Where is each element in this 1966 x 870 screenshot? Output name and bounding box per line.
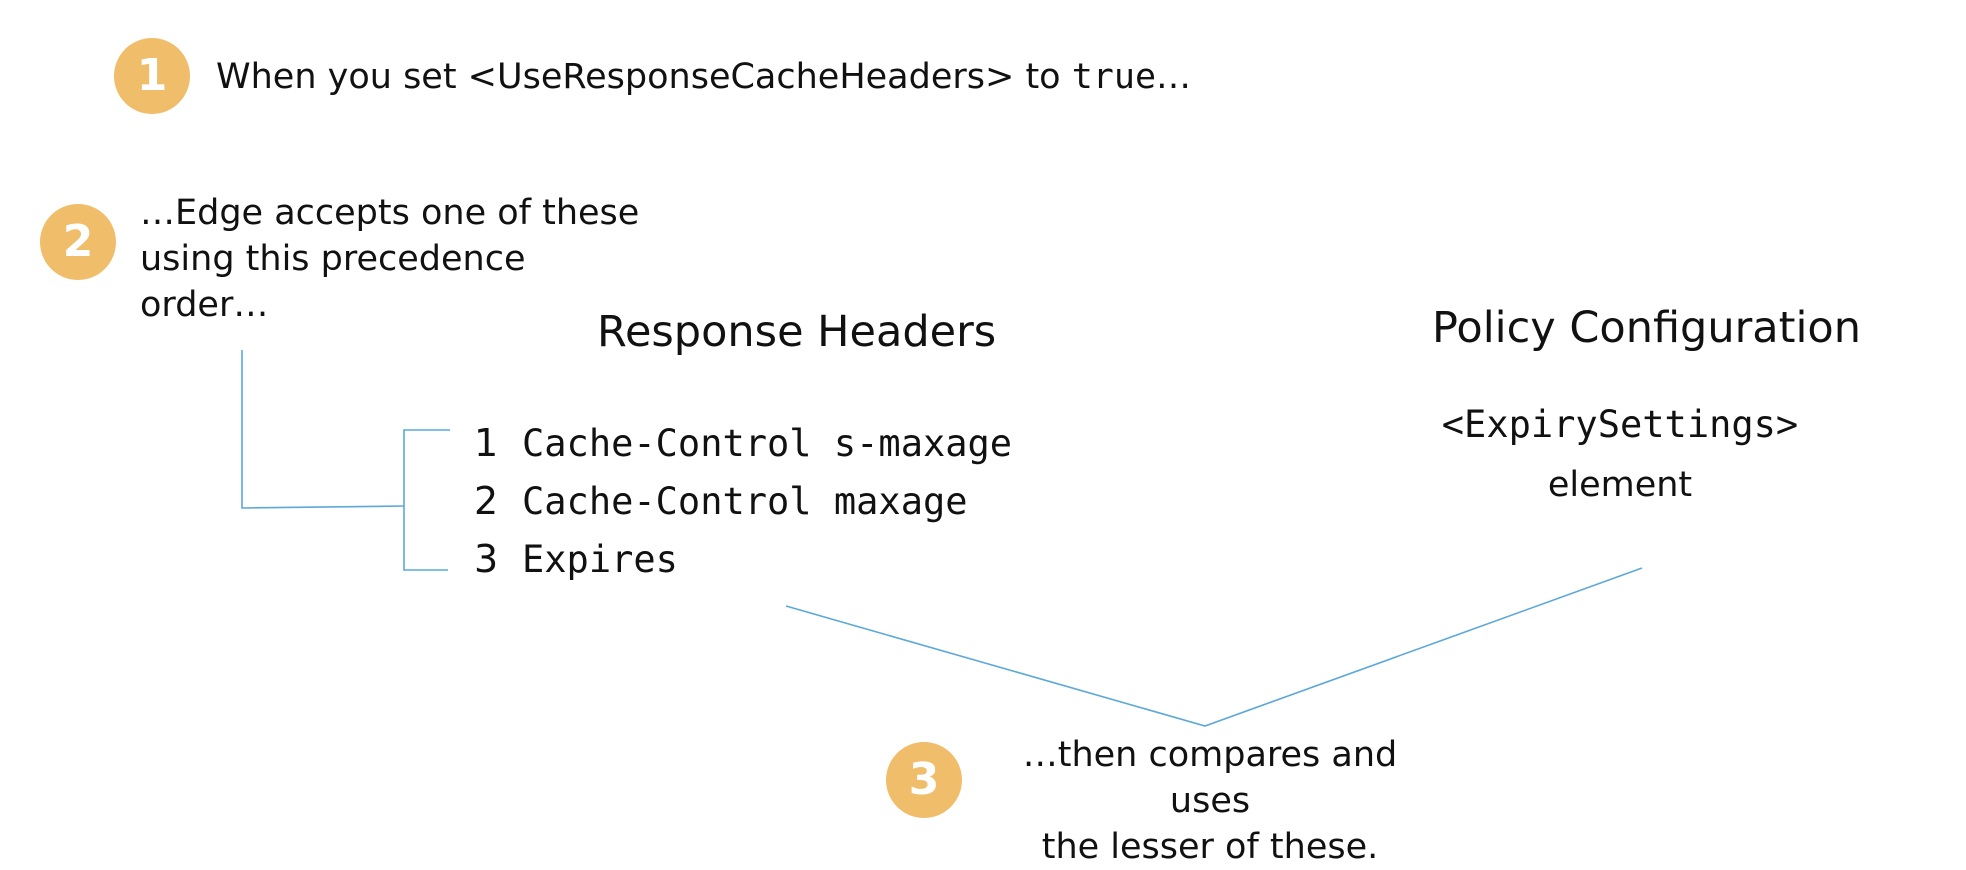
step-2-badge: 2 xyxy=(40,204,116,280)
step-2-text-line: …Edge accepts one of these xyxy=(140,193,640,233)
expiry-settings-code: <ExpirySettings> xyxy=(1441,403,1799,446)
header-item-number: 3 xyxy=(474,537,499,581)
header-item: 1 Cache-Control s-maxage xyxy=(474,414,1012,472)
header-item-number: 1 xyxy=(474,421,499,465)
header-item-text: Expires xyxy=(522,537,678,581)
step-2-number: 2 xyxy=(62,216,94,267)
step-2-text-line: order… xyxy=(140,285,269,325)
header-list-bracket xyxy=(403,429,450,571)
step-2-text: …Edge accepts one of these using this pr… xyxy=(140,190,639,328)
expiry-settings-label: element xyxy=(1547,465,1693,505)
response-headers-list: 1 Cache-Control s-maxage 2 Cache-Control… xyxy=(474,414,1012,588)
response-headers-title: Response Headers xyxy=(597,307,997,357)
step-1-number: 1 xyxy=(136,50,168,101)
step-1-text-code: true xyxy=(1071,57,1157,97)
header-item-text: Cache-Control maxage xyxy=(522,479,968,523)
step-2-text-line: using this precedence xyxy=(140,239,526,279)
header-item-text: Cache-Control s-maxage xyxy=(522,421,1013,465)
policy-configuration-title: Policy Configuration xyxy=(1432,303,1861,353)
step-1-text: When you set <UseResponseCacheHeaders> t… xyxy=(216,54,1191,100)
step2-connector-line xyxy=(241,350,405,509)
compare-connector-line xyxy=(785,567,1643,727)
step-1-text-suffix: … xyxy=(1156,57,1192,97)
step-1-text-prefix: When you set <UseResponseCacheHeaders> t… xyxy=(216,57,1072,97)
header-item: 2 Cache-Control maxage xyxy=(474,472,1012,530)
step-3-text-line: …then compares and uses xyxy=(1022,735,1398,821)
step-3-number: 3 xyxy=(908,754,940,805)
step-3-badge: 3 xyxy=(886,742,962,818)
step-3-text-line: the lesser of these. xyxy=(1041,827,1379,867)
header-item: 3 Expires xyxy=(474,530,1012,588)
step-3-text: …then compares and uses the lesser of th… xyxy=(980,732,1440,870)
step-1-badge: 1 xyxy=(114,38,190,114)
header-item-number: 2 xyxy=(474,479,499,523)
